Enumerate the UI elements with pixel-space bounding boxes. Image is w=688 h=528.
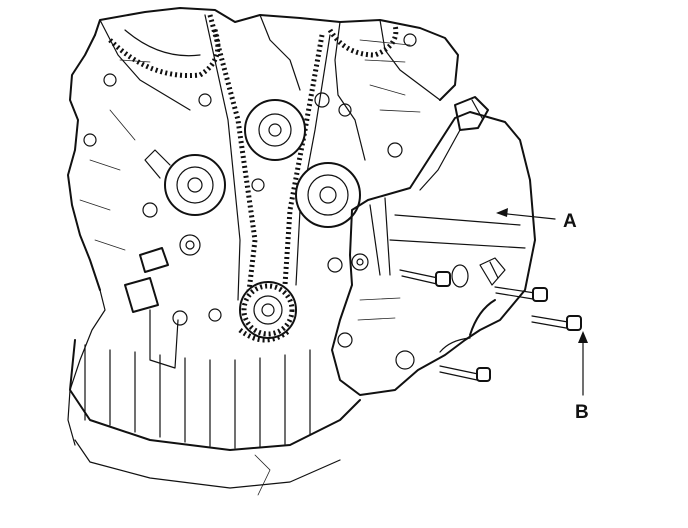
callout-a: A [496,208,577,232]
tensioner-pulley-right [295,162,361,228]
idler-pulley-left [144,149,226,216]
callout-b: B [575,331,589,423]
camshaft-sprocket [108,24,399,79]
cover-bolts [399,264,582,382]
crank-sensor-bracket [124,234,201,369]
water-pump-pulley [244,99,306,161]
arrowhead-b-icon [578,331,588,343]
callout-label-a: A [563,211,577,232]
crankshaft-sprocket [239,281,297,339]
arrowhead-a-icon [496,208,508,217]
timing-cover [331,96,536,396]
engine-block [67,7,459,446]
callout-label-b: B [575,402,589,423]
oil-pan [69,339,361,496]
